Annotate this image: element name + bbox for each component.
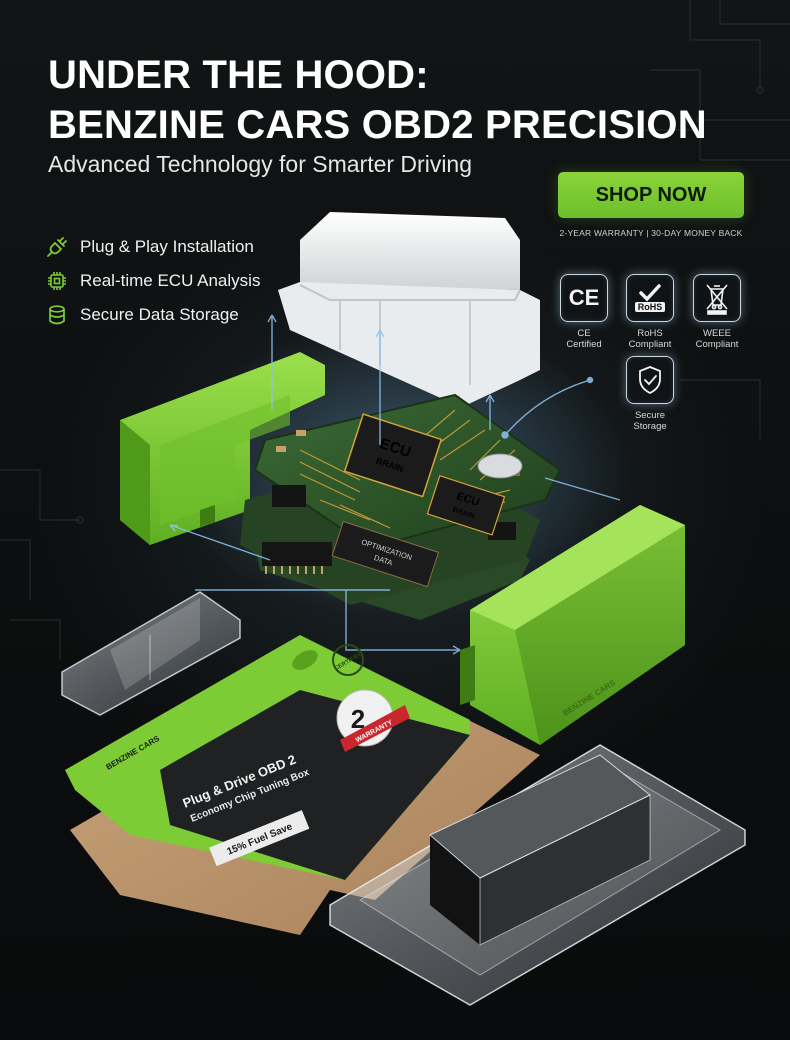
clear-blister-large [329, 744, 746, 1006]
weee-badge: WEEE Compliant [689, 274, 745, 350]
optimization-chip: OPTIMIZATION DATA [331, 520, 440, 588]
green-shell-right: BENZINE CARS [460, 505, 685, 745]
headline-line-2: BENZINE CARS OBD2 PRECISION [48, 103, 707, 147]
rohs-check-icon: RoHS [626, 274, 674, 322]
ce-badge: CE CE Certified [556, 274, 612, 350]
rohs-mark-text: RoHS [634, 302, 666, 312]
ecu-chip-main: ECU BRAIN [343, 413, 443, 498]
shop-now-button[interactable]: SHOP NOW [558, 172, 744, 218]
retail-card: CERTIFIED BENZINE CARS Plug & Drive OBD … [65, 635, 540, 935]
feature-label: Plug & Play Installation [80, 237, 254, 256]
badge-label: Secure Storage [633, 410, 667, 432]
subtitle: Advanced Technology for Smarter Driving [48, 151, 473, 177]
rohs-badge: RoHS RoHS Compliant [622, 274, 678, 350]
feature-list: Plug & Play Installation Real-time ECU A… [46, 230, 260, 332]
warranty-note: 2-YEAR WARRANTY | 30-DAY MONEY BACK [559, 228, 743, 238]
warranty-number: 2 [351, 704, 365, 734]
ecu-chip-secondary: ECU BRAIN [426, 475, 506, 536]
green-shell-left [120, 352, 325, 545]
feature-label: Secure Data Storage [80, 305, 239, 324]
headline-line-1: UNDER THE HOOD: [48, 53, 429, 97]
database-icon [46, 304, 68, 326]
ce-mark-icon: CE [560, 274, 608, 322]
white-cover [278, 212, 540, 408]
shield-check-icon [626, 356, 674, 404]
badge-label: WEEE Compliant [695, 328, 739, 350]
secure-storage-badge: Secure Storage [622, 356, 678, 432]
badge-label: RoHS Compliant [628, 328, 672, 350]
ce-mark-text: CE [568, 285, 600, 310]
feature-item-data-storage: Secure Data Storage [46, 298, 260, 332]
warranty-seal-icon: 2 WARRANTY [336, 689, 410, 752]
feature-item-ecu-analysis: Real-time ECU Analysis [46, 264, 260, 298]
crossed-bin-icon [693, 274, 741, 322]
feature-label: Real-time ECU Analysis [80, 271, 261, 290]
badge-label: CE Certified [566, 328, 602, 350]
clear-blister-small [61, 591, 241, 716]
circuit-background [0, 0, 790, 660]
assembly-guides [169, 314, 621, 655]
headline: UNDER THE HOOD: BENZINE CARS OBD2 PRECIS… [48, 50, 707, 150]
chip-icon [46, 270, 68, 292]
feature-item-plug-and-play: Plug & Play Installation [46, 230, 260, 264]
plug-icon [46, 236, 68, 258]
